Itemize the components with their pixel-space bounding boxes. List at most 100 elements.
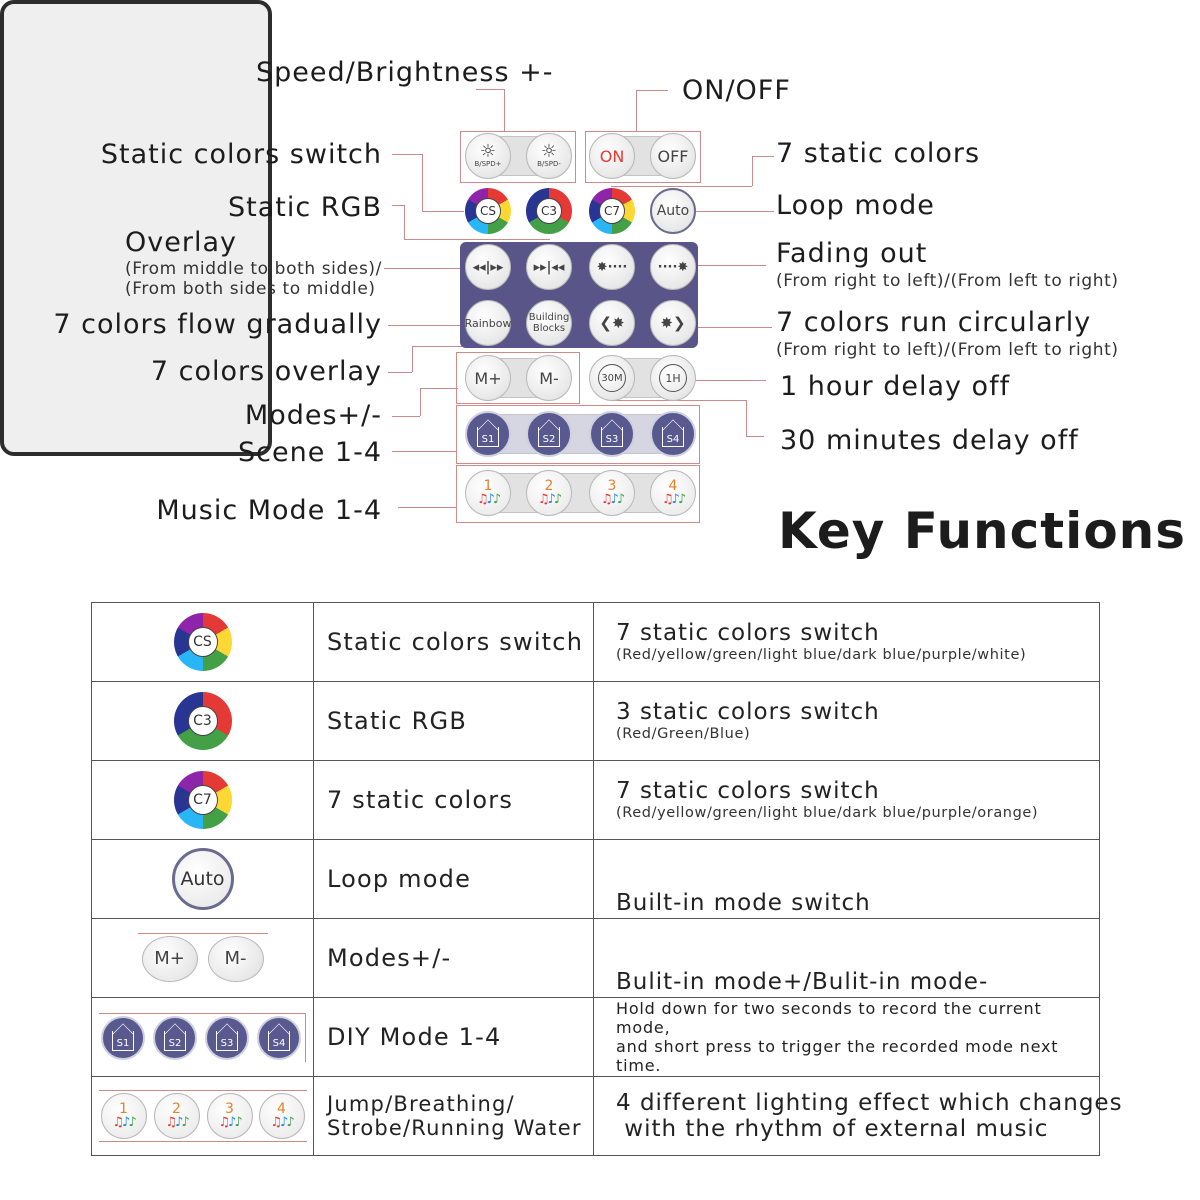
mode-minus-button[interactable]: M- [526, 355, 572, 401]
label-seven-static-colors: 7 static colors [776, 138, 981, 169]
function-name: 7 static colors [313, 760, 594, 840]
function-name: Loop mode [313, 839, 594, 919]
leader-line [422, 211, 464, 212]
brightness-down-button[interactable]: ☼B/SPD- [526, 133, 572, 179]
scene-2-icon: S2 [153, 1015, 197, 1060]
leader-line [392, 154, 422, 155]
c7-icon-label: C7 [187, 785, 218, 815]
house-icon: S1 [112, 1030, 134, 1051]
rainbow-button[interactable]: Rainbow [465, 300, 511, 346]
leader-line [752, 156, 774, 157]
cs-icon-label: CS [187, 627, 218, 657]
building-blocks-button[interactable]: Building Blocks [526, 300, 572, 346]
table-row: C3 Static RGB 3 static colors switch(Red… [91, 681, 1100, 761]
diy-buttons-icon: S1 S2 S3 S4 [99, 1012, 306, 1062]
m3-label: 3 [607, 478, 617, 494]
desc-main: 7 static colors switch [616, 620, 880, 646]
name-line2: Strobe/Running Water [327, 1116, 582, 1140]
bspd-plus-label: B/SPD+ [474, 160, 502, 168]
house-icon: S3 [601, 427, 623, 447]
m1-icon-label: 1 [119, 1101, 128, 1117]
scene-4-button[interactable]: S4 [650, 411, 696, 457]
label-static-rgb: Static RGB [228, 192, 382, 223]
label-run-circularly: 7 colors run circularly [776, 307, 1092, 338]
timer-30m-button[interactable]: 30M [589, 355, 635, 401]
desc-main: 7 static colors switch [616, 778, 880, 804]
fade-right-left-button[interactable]: ✸···· [589, 244, 635, 290]
overlay-in-button[interactable]: ▸▸|◂◂ [526, 244, 572, 290]
m3-icon-label: 3 [225, 1101, 234, 1117]
s2-label: S2 [542, 434, 556, 445]
on-button[interactable]: ON [589, 133, 635, 179]
c7-button[interactable]: C7 [589, 188, 635, 234]
label-run-circularly-sub: (From right to left)/(From left to right… [776, 340, 1119, 360]
s2-icon-label: S2 [168, 1037, 182, 1049]
music-1-button[interactable]: 1♫♪♪ [465, 470, 511, 516]
music-2-button[interactable]: 2♫♪♪ [526, 470, 572, 516]
s1-icon-label: S1 [116, 1037, 130, 1049]
label-on-off: ON/OFF [682, 75, 791, 106]
s4-label: S4 [666, 434, 680, 445]
run-left-button[interactable]: ❮✸ [589, 300, 635, 346]
auto-icon-label: Auto [180, 868, 225, 890]
scene-1-icon: S1 [101, 1015, 145, 1060]
s3-label: S3 [605, 434, 619, 445]
c7-button-icon: C7 [173, 771, 232, 829]
table-icon-cell: Auto [91, 839, 314, 919]
desc-main: 3 static colors switch [616, 699, 880, 725]
leader-line [746, 436, 764, 437]
music-4-button[interactable]: 4♫♪♪ [650, 470, 696, 516]
auto-label: Auto [656, 203, 690, 219]
music-notes-icon: ♫♪♪ [165, 1115, 189, 1130]
table-row: S1 S2 S3 S4 DIY Mode 1-4 Hold down for t… [91, 997, 1100, 1077]
function-desc: Built-in mode switch [593, 839, 1100, 919]
m4-label: 4 [668, 478, 678, 494]
modes-group-frame [456, 352, 580, 404]
music-notes-icon: ♫♪♪ [537, 492, 562, 507]
overlay-out-button[interactable]: ◂◂|▸▸ [465, 244, 511, 290]
house-icon: S1 [477, 427, 499, 447]
run-right-button[interactable]: ✸❯ [650, 300, 696, 346]
cs-button[interactable]: CS [465, 188, 511, 234]
leader-line [504, 89, 505, 131]
leader-line [392, 416, 420, 417]
table-icon-cell: 1♫♪♪ 2♫♪♪ 3♫♪♪ 4♫♪♪ [91, 1076, 314, 1156]
auto-button[interactable]: Auto [650, 188, 696, 234]
scene-1-button[interactable]: S1 [465, 411, 511, 457]
function-name: Modes+/- [313, 918, 594, 998]
label-music-mode: Music Mode 1-4 [156, 495, 382, 526]
mode-plus-button[interactable]: M+ [465, 355, 511, 401]
table-icon-cell: C3 [91, 681, 314, 761]
c3-button[interactable]: C3 [526, 188, 572, 234]
fade-left-right-button[interactable]: ····✸ [650, 244, 696, 290]
scene-3-button[interactable]: S3 [589, 411, 635, 457]
table-icon-cell: C7 [91, 760, 314, 840]
off-button[interactable]: OFF [650, 133, 696, 179]
table-row: 1♫♪♪ 2♫♪♪ 3♫♪♪ 4♫♪♪ Jump/Breathing/Strob… [91, 1076, 1122, 1156]
leader-line [476, 89, 504, 90]
scene-2-button[interactable]: S2 [526, 411, 572, 457]
leader-line [404, 205, 405, 239]
table-row: C7 7 static colors 7 static colors switc… [91, 760, 1100, 840]
key-functions-title: Key Functions [778, 502, 1187, 560]
timer-1h-button[interactable]: 1H [650, 355, 696, 401]
label-overlay: Overlay [125, 227, 237, 258]
brightness-up-button[interactable]: ☼B/SPD+ [465, 133, 511, 179]
label-colors-overlay: 7 colors overlay [150, 356, 382, 387]
function-desc: Hold down for two seconds to record the … [593, 997, 1100, 1077]
house-icon: S4 [268, 1030, 290, 1051]
music-1-icon: 1♫♪♪ [100, 1093, 147, 1139]
leader-line [696, 327, 772, 328]
scene-4-icon: S4 [257, 1015, 301, 1060]
music-notes-icon: ♫♪♪ [476, 492, 501, 507]
leader-line [388, 325, 460, 326]
t30-label: 30M [598, 364, 626, 392]
desc-line1: Hold down for two seconds to record the … [616, 999, 1042, 1037]
s3-icon-label: S3 [220, 1037, 234, 1049]
m1-label: 1 [483, 478, 493, 494]
c7-label: C7 [599, 198, 625, 224]
m-minus-icon-label: M- [224, 948, 247, 969]
music-3-button[interactable]: 3♫♪♪ [589, 470, 635, 516]
m4-icon-label: 4 [277, 1101, 286, 1117]
scene-3-icon: S3 [205, 1015, 249, 1060]
